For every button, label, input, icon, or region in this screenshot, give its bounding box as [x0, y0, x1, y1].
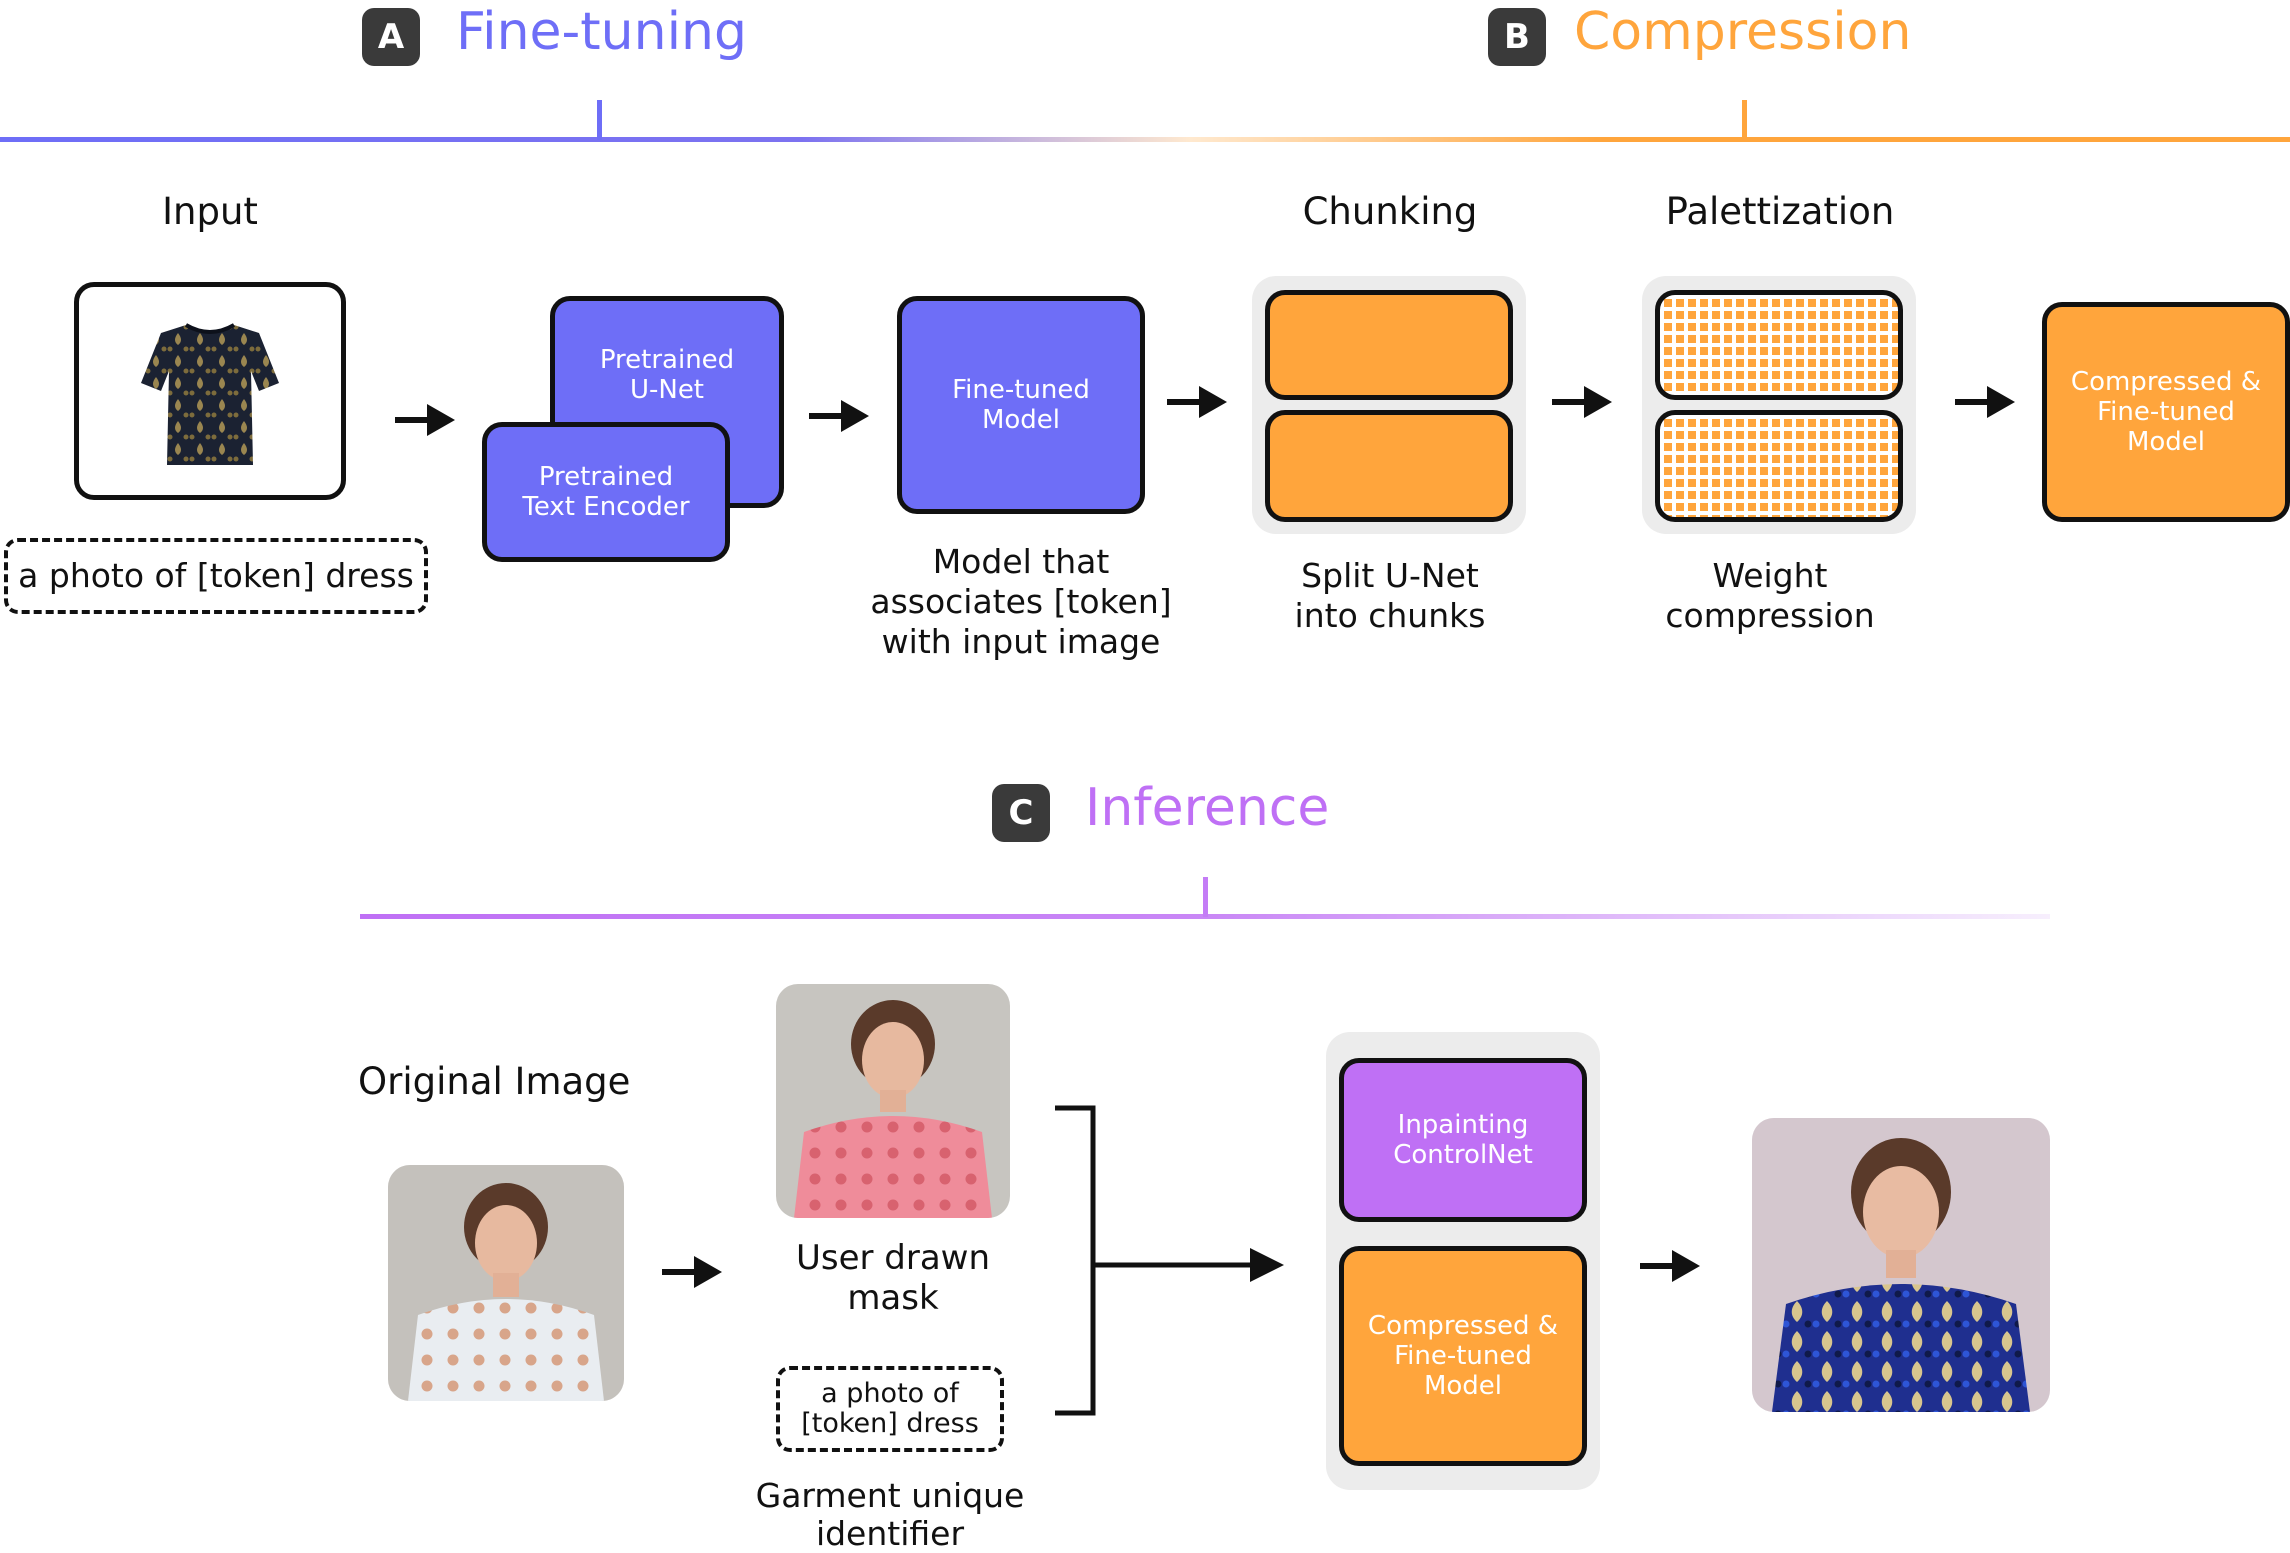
- input-image-frame: [74, 282, 346, 500]
- timeline-tick-c: [1203, 877, 1208, 917]
- chunking-label: Chunking: [1302, 190, 1478, 233]
- woman-pink-mask-photo: [776, 984, 1010, 1218]
- palettization-caption: Weight compression: [1665, 556, 1875, 635]
- arrow-right-icon: [1640, 1250, 1700, 1282]
- compressed-model-box: Compressed & Fine-tuned Model: [2042, 302, 2290, 522]
- inference-model-box: Compressed & Fine-tuned Model: [1339, 1246, 1587, 1466]
- arrow-right-icon: [809, 400, 869, 432]
- section-c-badge: C: [992, 784, 1050, 842]
- section-c-title: Inference: [1085, 778, 1330, 838]
- woman-white-top-photo: [388, 1165, 624, 1401]
- finetuned-caption: Model that associates [token] with input…: [870, 542, 1172, 661]
- chunk-1: [1265, 290, 1513, 400]
- palettized-chunk-1: [1655, 290, 1903, 400]
- palettized-chunk-2: [1655, 410, 1903, 522]
- arrow-right-icon: [662, 1256, 722, 1288]
- section-a-title: Fine-tuning: [456, 2, 748, 62]
- arrow-right-icon: [1167, 386, 1227, 418]
- result-photo: [1752, 1118, 2050, 1412]
- input-label: Input: [162, 190, 258, 233]
- timeline-bar-ab: [0, 137, 2290, 142]
- arrow-right-icon: [1955, 386, 2015, 418]
- woman-blue-dress-photo: [1752, 1118, 2050, 1412]
- section-a-badge: A: [362, 8, 420, 66]
- pretrained-text-encoder-box: Pretrained Text Encoder: [482, 422, 730, 562]
- section-b-title: Compression: [1574, 2, 1912, 62]
- arrow-right-icon: [395, 404, 455, 436]
- original-image-label: Original Image: [358, 1060, 631, 1103]
- chunking-caption: Split U-Net into chunks: [1294, 556, 1486, 635]
- dress-image: [141, 323, 279, 465]
- merge-arrow-head-icon: [1250, 1248, 1284, 1282]
- mask-photo: [776, 984, 1010, 1218]
- merge-bracket: [1055, 1105, 1096, 1416]
- timeline-tick-b: [1742, 100, 1747, 140]
- original-photo: [388, 1165, 624, 1401]
- arrow-right-icon: [1552, 386, 1612, 418]
- mask-caption: User drawn mask: [795, 1238, 991, 1318]
- controlnet-box: Inpainting ControlNet: [1339, 1058, 1587, 1222]
- chunk-2: [1265, 410, 1513, 522]
- prompt-box: a photo of [token] dress: [4, 538, 428, 614]
- finetuned-model-box: Fine-tuned Model: [897, 296, 1145, 514]
- garment-caption: Garment unique identifier: [755, 1476, 1025, 1553]
- timeline-tick-a: [597, 100, 602, 140]
- inference-prompt-box: a photo of [token] dress: [776, 1366, 1004, 1452]
- section-b-badge: B: [1488, 8, 1546, 66]
- palettization-label: Palettization: [1665, 190, 1895, 233]
